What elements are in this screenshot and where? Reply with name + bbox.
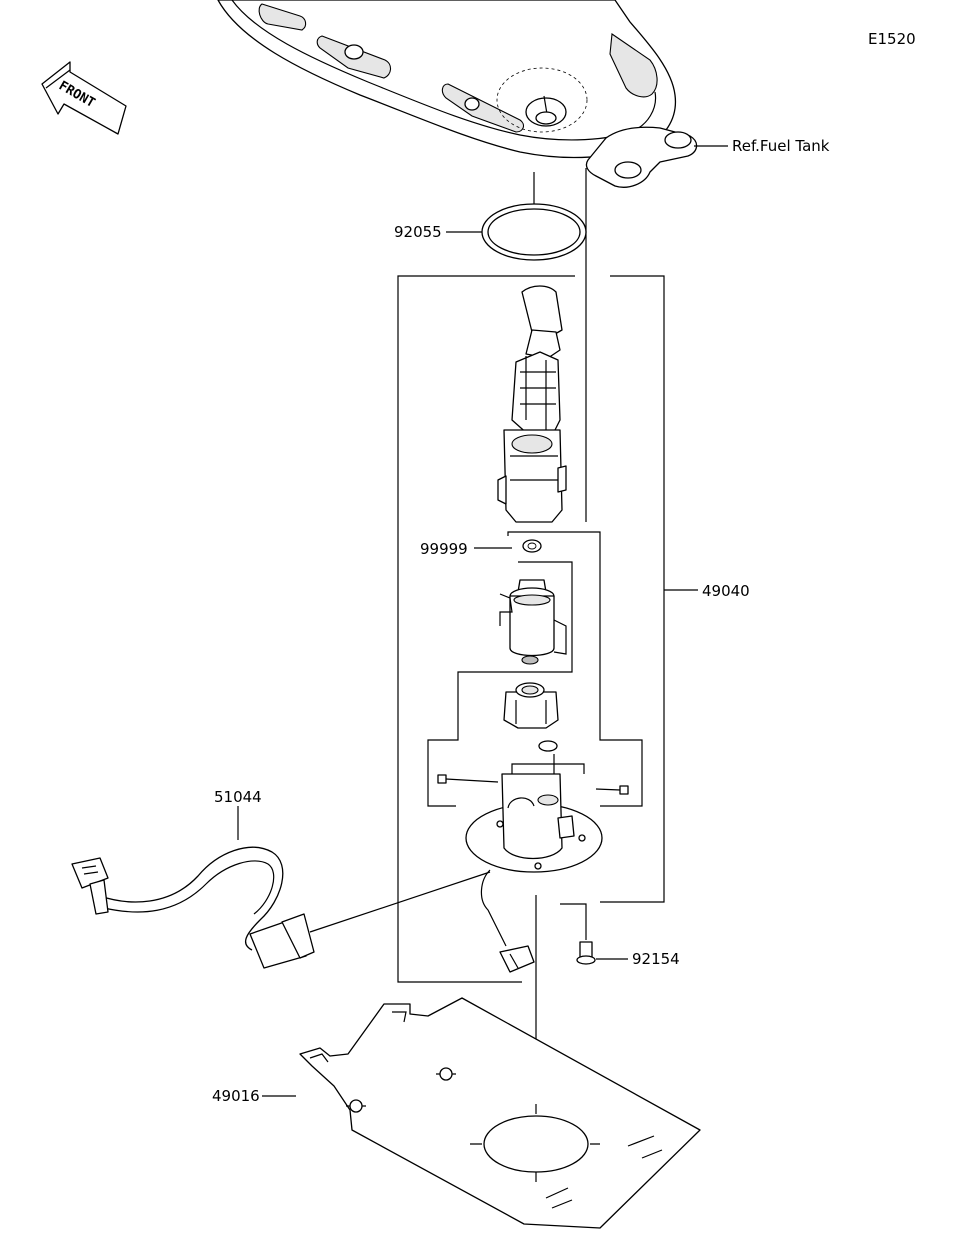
washer: [538, 740, 558, 752]
pump-connector: [499, 945, 535, 973]
o-ring-92055: [481, 203, 587, 261]
gasket-plate-49016: [299, 997, 701, 1229]
callout-92055: 92055: [394, 223, 442, 241]
callout-51044: 51044: [214, 788, 262, 806]
pump-cap: [503, 682, 559, 729]
callout-99999: 99999: [420, 540, 468, 558]
fuel-pump-motor: [499, 579, 567, 665]
fuel-tank: [217, 0, 698, 188]
screw-right: [595, 785, 629, 795]
pump-base-plate: [465, 773, 603, 947]
front-arrow-icon: FRONT: [41, 61, 127, 135]
callout-49040: 49040: [702, 582, 750, 600]
ref-fuel-tank-label: Ref.Fuel Tank: [732, 137, 830, 155]
diagram-code: E1520: [868, 30, 916, 48]
pump-housing: [497, 285, 567, 523]
wire-harness-51044: [71, 846, 491, 969]
bolt-92154: [576, 941, 596, 965]
callout-92154: 92154: [632, 950, 680, 968]
callout-49016: 49016: [212, 1087, 260, 1105]
screw-left: [437, 774, 499, 784]
washer-99999: [522, 539, 542, 553]
